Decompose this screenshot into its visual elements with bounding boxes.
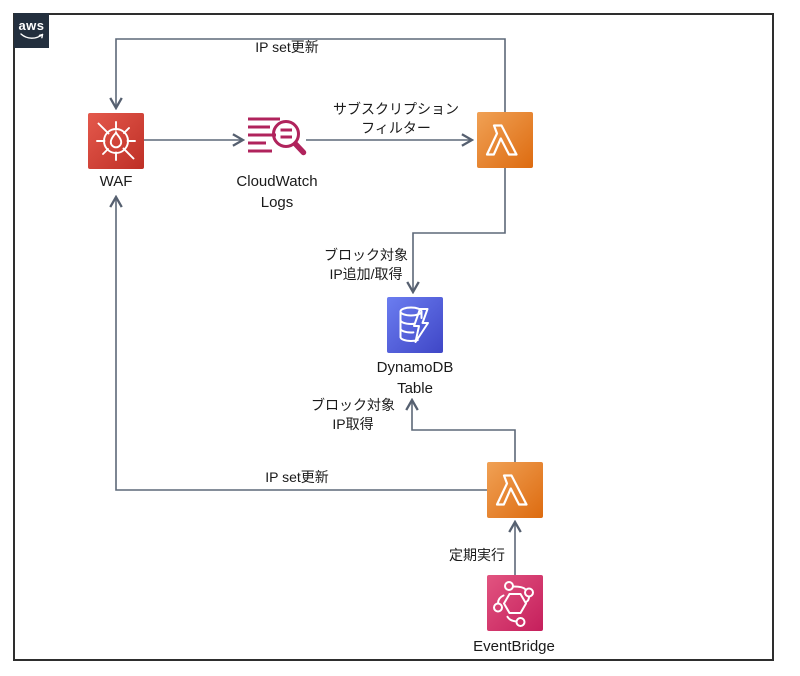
edge-lambda-top-to-waf	[116, 38, 506, 112]
lambda-bottom-node	[487, 462, 543, 518]
dynamodb-node	[387, 297, 443, 353]
edge-label-block-target-add-get-line2: IP追加/取得	[329, 266, 403, 282]
waf-node	[88, 113, 144, 169]
aws-logo: aws	[14, 13, 49, 48]
lambda-icon	[485, 124, 518, 156]
edge-label-block-target-get-line1: ブロック対象	[311, 397, 395, 413]
cloudwatch-logs-label: CloudWatch Logs	[236, 171, 317, 213]
edge-lambda-top-to-dynamodb	[413, 168, 506, 292]
cloudwatch-logs-icon	[248, 117, 307, 156]
dynamodb-icon	[399, 306, 429, 343]
cloudwatch-logs-label-line1: CloudWatch	[236, 173, 318, 190]
edge-label-subscription-filter-line2: フィルター	[361, 120, 431, 136]
cloudwatch-logs-label-line2: Logs	[260, 194, 294, 211]
eventbridge-label: EventBridge	[473, 638, 555, 655]
eventbridge-node	[487, 575, 543, 631]
edge-label-periodic-execution: 定期実行	[449, 547, 505, 563]
edge-label-block-target-get: ブロック対象 IP取得	[311, 396, 395, 434]
aws-logo-text: aws	[18, 18, 45, 33]
edge-lambda-bottom-to-dynamodb	[412, 400, 516, 462]
edge-lambda-bottom-to-waf	[116, 197, 487, 491]
lambda-top-node	[477, 112, 533, 168]
edge-label-subscription-filter: サブスクリプション フィルター	[333, 100, 459, 138]
waf-label: WAF	[99, 173, 133, 190]
dynamodb-label-line2: Table	[397, 380, 433, 397]
edge-label-block-target-get-line2: IP取得	[332, 416, 374, 432]
edge-label-ip-set-update-top: IP set更新	[255, 39, 319, 55]
edge-label-block-target-add-get-line1: ブロック対象	[324, 247, 408, 263]
edge-label-ip-set-update-bottom: IP set更新	[265, 469, 329, 485]
aws-smile-icon	[19, 33, 43, 39]
edge-label-subscription-filter-line1: サブスクリプション	[333, 101, 459, 117]
dynamodb-label-line1: DynamoDB	[376, 359, 454, 376]
eventbridge-icon	[493, 581, 534, 627]
lambda-icon	[495, 474, 528, 506]
dynamodb-label: DynamoDB Table	[377, 357, 454, 399]
edge-label-block-target-add-get: ブロック対象 IP追加/取得	[324, 246, 408, 284]
waf-icon	[96, 121, 136, 161]
